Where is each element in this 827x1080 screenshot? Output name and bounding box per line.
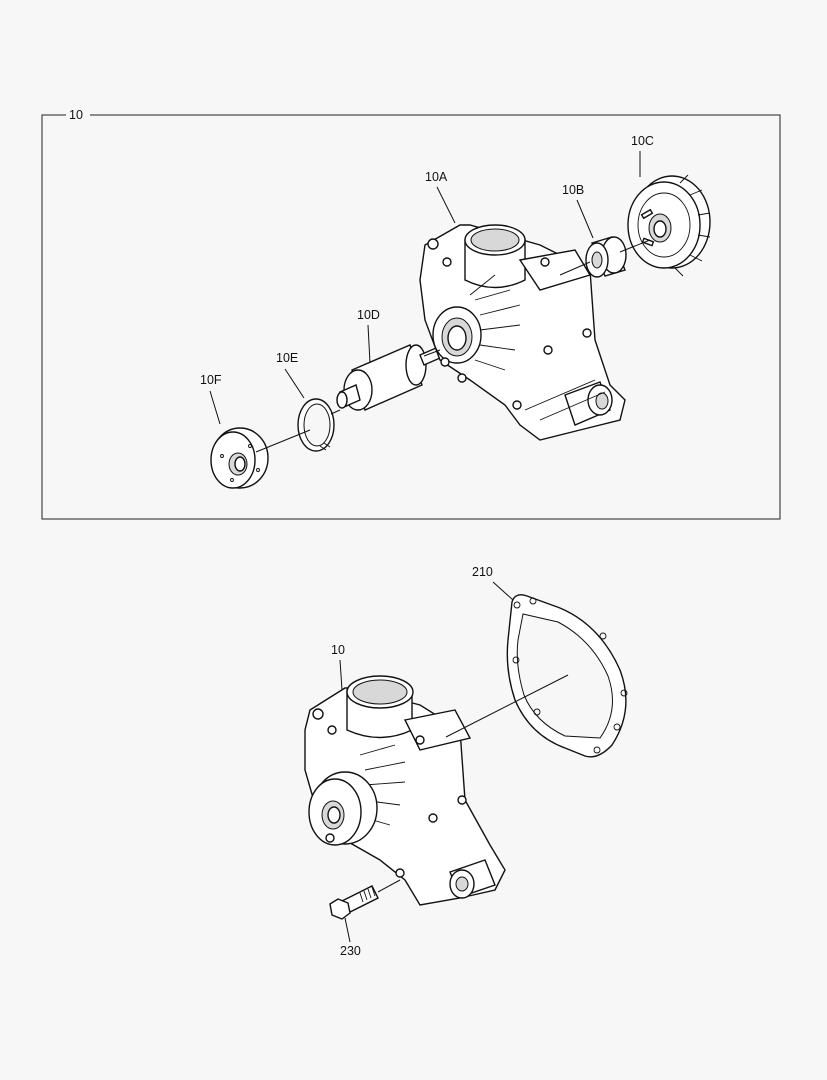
- svg-text:10: 10: [331, 643, 345, 657]
- callout-230: 230: [340, 917, 361, 958]
- callout-10f: 10F: [200, 373, 222, 425]
- part-10b-bushing[interactable]: [585, 236, 627, 278]
- callout-10d: 10D: [357, 308, 380, 364]
- part-10e-circlip[interactable]: [297, 398, 335, 452]
- svg-text:230: 230: [340, 944, 361, 958]
- part-10-water-pump-assembly[interactable]: [304, 675, 506, 906]
- part-10d-shaft-bearing[interactable]: [336, 344, 441, 411]
- svg-text:10F: 10F: [200, 373, 222, 387]
- callout-10b: 10B: [562, 183, 594, 239]
- assembly-axis-bottom: [445, 674, 569, 738]
- callout-210: 210: [472, 565, 514, 601]
- callout-10a: 10A: [425, 170, 456, 224]
- assembly-axis-top: [255, 239, 651, 453]
- part-10c-impeller[interactable]: [627, 174, 711, 277]
- callout-10e: 10E: [276, 351, 305, 399]
- svg-text:10C: 10C: [631, 134, 654, 148]
- svg-text:210: 210: [472, 565, 493, 579]
- svg-text:10A: 10A: [425, 170, 448, 184]
- svg-text:10E: 10E: [276, 351, 298, 365]
- group-frame-label: 10: [69, 108, 83, 122]
- callout-10: 10: [331, 643, 345, 691]
- part-10a-pump-housing[interactable]: [419, 224, 626, 441]
- svg-text:10D: 10D: [357, 308, 380, 322]
- part-230-bolt[interactable]: [329, 879, 401, 920]
- group-frame-10: 10: [41, 108, 781, 520]
- callout-10c: 10C: [631, 134, 654, 177]
- part-10f-hub-flange[interactable]: [210, 427, 269, 489]
- svg-text:10B: 10B: [562, 183, 584, 197]
